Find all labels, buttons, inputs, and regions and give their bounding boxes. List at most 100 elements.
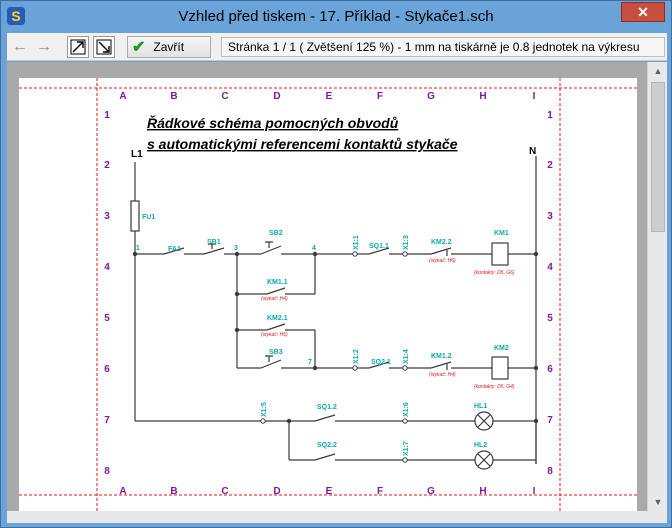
node-label: 4 (312, 245, 316, 252)
horizontal-scrollbar[interactable] (7, 511, 647, 523)
sb1-contact (203, 243, 225, 255)
km1-1-contact (266, 287, 286, 295)
toolbar: ← → ✔ Zavřít Stránka 1 / 1 ( Zvětšení 12… (7, 33, 667, 61)
ref-label: (stykač: H4) (261, 296, 288, 302)
junction-dot (533, 418, 539, 424)
km1-2-label: KM1.2 (431, 353, 452, 360)
row-label: 7 (547, 415, 553, 426)
forward-arrow-icon[interactable]: → (36, 38, 52, 55)
scroll-corner (647, 511, 667, 523)
km1-2-contact (430, 361, 452, 370)
sb3-contact (260, 355, 282, 369)
terminal-label: X1:5 (261, 402, 268, 417)
col-label: D (273, 91, 280, 102)
hl2-lamp-cross (477, 453, 491, 467)
preview-viewport[interactable]: A B C D E F G H I A B C D E F G (7, 62, 647, 511)
node-label: 3 (234, 245, 238, 252)
row-label: 5 (104, 313, 110, 324)
fa1-contact (163, 247, 185, 255)
close-preview-button[interactable]: ✔ Zavřít (127, 36, 211, 58)
junction-dot (234, 327, 240, 333)
sb1-label: SB1 (207, 239, 221, 246)
schematic-title-line1: Řádkové schéma pomocných obvodů (147, 114, 399, 131)
junction-dot (312, 251, 318, 257)
km1-1-label: KM1.1 (267, 279, 288, 286)
row-label: 4 (547, 262, 553, 273)
terminal (402, 251, 408, 257)
ref-label: (kontakty: D5, G6) (474, 270, 515, 276)
km1-coil (491, 242, 509, 266)
row-label: 1 (104, 110, 110, 121)
terminal-label: X1:4 (403, 349, 410, 364)
junction-dot (132, 251, 138, 257)
sb2-label: SB2 (269, 230, 283, 237)
terminal-label: X1:7 (403, 441, 410, 456)
junction-dot (234, 291, 240, 297)
row-label: 4 (104, 262, 110, 273)
col-label: A (119, 486, 126, 497)
hl1-lamp-cross (477, 414, 491, 428)
zoom-in-button[interactable] (67, 36, 89, 58)
col-label: G (427, 486, 435, 497)
km2-2-label: KM2.2 (431, 239, 452, 246)
col-label: H (479, 91, 486, 102)
col-label: E (326, 91, 333, 102)
sq2-2-label: SQ2.2 (317, 442, 337, 449)
sb3-label: SB3 (269, 349, 283, 356)
ref-label: (stykač: H4) (429, 372, 456, 378)
sq1-2-label: SQ1.2 (317, 404, 337, 411)
title-bar[interactable]: S Vzhled před tiskem - 17. Příklad - Sty… (1, 1, 671, 31)
junction-dot (234, 251, 240, 257)
sq1-1-label: SQ1.1 (369, 243, 389, 250)
rail-left-label: L1 (131, 149, 143, 160)
terminal (402, 418, 408, 424)
back-arrow-icon[interactable]: ← (12, 38, 28, 55)
hl2-label: HL2 (474, 442, 487, 449)
terminal (402, 365, 408, 371)
terminal-label: X1:1 (353, 235, 360, 250)
terminal-label: X1:6 (403, 402, 410, 417)
sq1-1-contact (368, 247, 390, 255)
fa1-label: FA1 (168, 246, 181, 253)
row-label: 5 (547, 313, 553, 324)
terminal-label: X1:3 (403, 235, 410, 250)
col-label: A (119, 91, 126, 102)
scroll-thumb[interactable] (651, 82, 665, 232)
node-label: 7 (308, 359, 312, 366)
zoom-out-icon (96, 39, 112, 55)
printed-page: A B C D E F G H I A B C D E F G (19, 78, 637, 511)
close-window-button[interactable]: ✕ (621, 2, 665, 22)
km2-label: KM2 (494, 345, 509, 352)
fuse-symbol (130, 200, 140, 232)
km2-coil (491, 356, 509, 380)
col-label: F (377, 91, 383, 102)
row-label: 7 (104, 415, 110, 426)
sq2-1-label: SQ2.1 (371, 359, 391, 366)
page-status: Stránka 1 / 1 ( Zvětšení 125 %) - 1 mm n… (221, 37, 665, 57)
scroll-down-icon[interactable]: ▼ (653, 497, 663, 507)
km2-1-contact (266, 323, 286, 331)
scroll-up-icon[interactable]: ▲ (653, 66, 663, 76)
zoom-in-icon (70, 39, 86, 55)
node-label: 1 (136, 245, 140, 252)
rail-right-label: N (529, 146, 536, 157)
hl1-label: HL1 (474, 403, 487, 410)
col-label: C (221, 486, 228, 497)
sq2-1-contact (368, 361, 390, 369)
junction-dot (286, 418, 292, 424)
col-label: E (326, 486, 333, 497)
row-label: 3 (104, 211, 110, 222)
row-label: 3 (547, 211, 553, 222)
col-label: B (170, 486, 177, 497)
col-label: G (427, 91, 435, 102)
row-label: 1 (547, 110, 553, 121)
row-label: 8 (547, 466, 553, 477)
zoom-out-button[interactable] (93, 36, 115, 58)
junction-dot (533, 251, 539, 257)
vertical-scrollbar[interactable]: ▲ ▼ (647, 62, 667, 511)
window-title: Vzhled před tiskem - 17. Příklad - Styka… (178, 8, 494, 25)
terminal-label: X1:2 (353, 349, 360, 364)
terminal (402, 457, 408, 463)
junction-dot (533, 365, 539, 371)
app-icon: S (7, 7, 25, 25)
